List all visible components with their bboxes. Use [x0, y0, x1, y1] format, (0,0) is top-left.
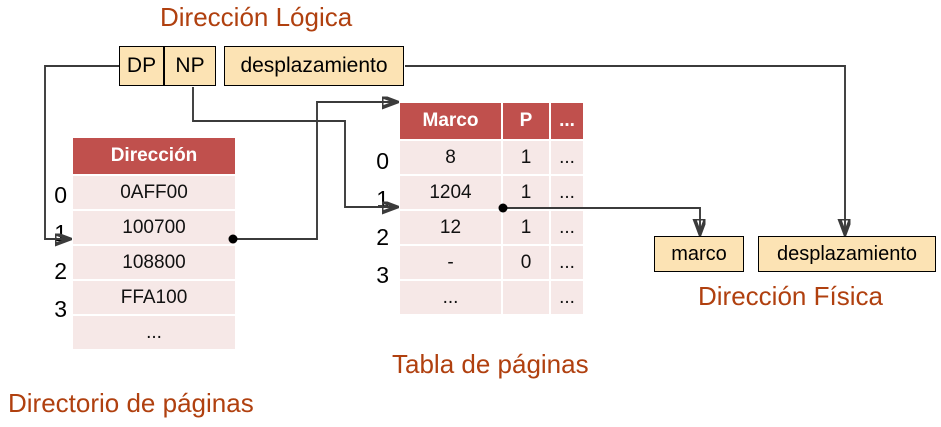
- pagetable-cell-present: 1: [503, 141, 549, 174]
- physical-field-frame: marco: [654, 236, 744, 272]
- table-row: 0AFF00: [73, 176, 235, 209]
- table-row: 8 1 ...: [400, 141, 583, 174]
- logical-address-title: Dirección Lógica: [160, 2, 353, 32]
- directory-row-index: 3: [54, 296, 67, 322]
- directory-row-index: 2: [54, 258, 67, 284]
- pagetable-row-index: 2: [376, 224, 389, 250]
- pagetable-cell-extra: ...: [551, 246, 583, 279]
- directory-header-cell: Dirección: [73, 138, 235, 174]
- table-row: 12 1 ...: [400, 211, 583, 244]
- pagetable-cell-present: [503, 281, 549, 314]
- directory-cell: 0AFF00: [73, 176, 235, 209]
- pagetable-cell-extra: ...: [551, 176, 583, 209]
- physical-address-title: Dirección Física: [698, 281, 883, 311]
- pagetable-header-cell: P: [503, 103, 549, 139]
- table-header-row: Marco P ...: [400, 103, 583, 139]
- pagetable-cell-frame: 8: [400, 141, 501, 174]
- pagetable-cell-extra: ...: [551, 211, 583, 244]
- directory-cell: 100700: [73, 211, 235, 244]
- table-row: FFA100: [73, 281, 235, 314]
- pagetable-cell-extra: ...: [551, 281, 583, 314]
- table-row: 1204 1 ...: [400, 176, 583, 209]
- page-directory-label: Directorio de páginas: [8, 388, 254, 418]
- directory-cell: FFA100: [73, 281, 235, 314]
- pagetable-cell-present: 0: [503, 246, 549, 279]
- pagetable-cell-present: 1: [503, 176, 549, 209]
- directory-row-index: 0: [54, 182, 67, 208]
- table-row: 108800: [73, 246, 235, 279]
- pagetable-cell-present: 1: [503, 211, 549, 244]
- pagetable-cell-frame: -: [400, 246, 501, 279]
- pagetable-header-cell: ...: [551, 103, 583, 139]
- pagetable-cell-frame: 12: [400, 211, 501, 244]
- pagetable-row-index: 0: [376, 148, 389, 174]
- pagetable-header-cell: Marco: [400, 103, 501, 139]
- pagetable-row-index: 3: [376, 262, 389, 288]
- directory-cell: 108800: [73, 246, 235, 279]
- table-row: - 0 ...: [400, 246, 583, 279]
- directory-cell: ...: [73, 316, 235, 349]
- table-header-row: Dirección: [73, 138, 235, 174]
- pagetable-cell-frame: 1204: [400, 176, 501, 209]
- pagetable-cell-extra: ...: [551, 141, 583, 174]
- page-directory-table: Dirección 0AFF00 100700 108800 FFA100 ..…: [71, 136, 237, 351]
- pagetable-cell-frame: ...: [400, 281, 501, 314]
- logical-field-offset: desplazamiento: [224, 46, 404, 86]
- table-row: ... ...: [400, 281, 583, 314]
- logical-field-dp: DP: [119, 46, 164, 86]
- table-row: 100700: [73, 211, 235, 244]
- logical-field-np: NP: [164, 46, 216, 86]
- pagetable-row-index: 1: [376, 186, 389, 212]
- table-row: ...: [73, 316, 235, 349]
- physical-field-offset: desplazamiento: [758, 236, 936, 272]
- directory-row-index: 1: [54, 220, 67, 246]
- page-table-label: Tabla de páginas: [392, 349, 589, 379]
- page-table: Marco P ... 8 1 ... 1204 1 ... 12 1 ... …: [398, 101, 585, 316]
